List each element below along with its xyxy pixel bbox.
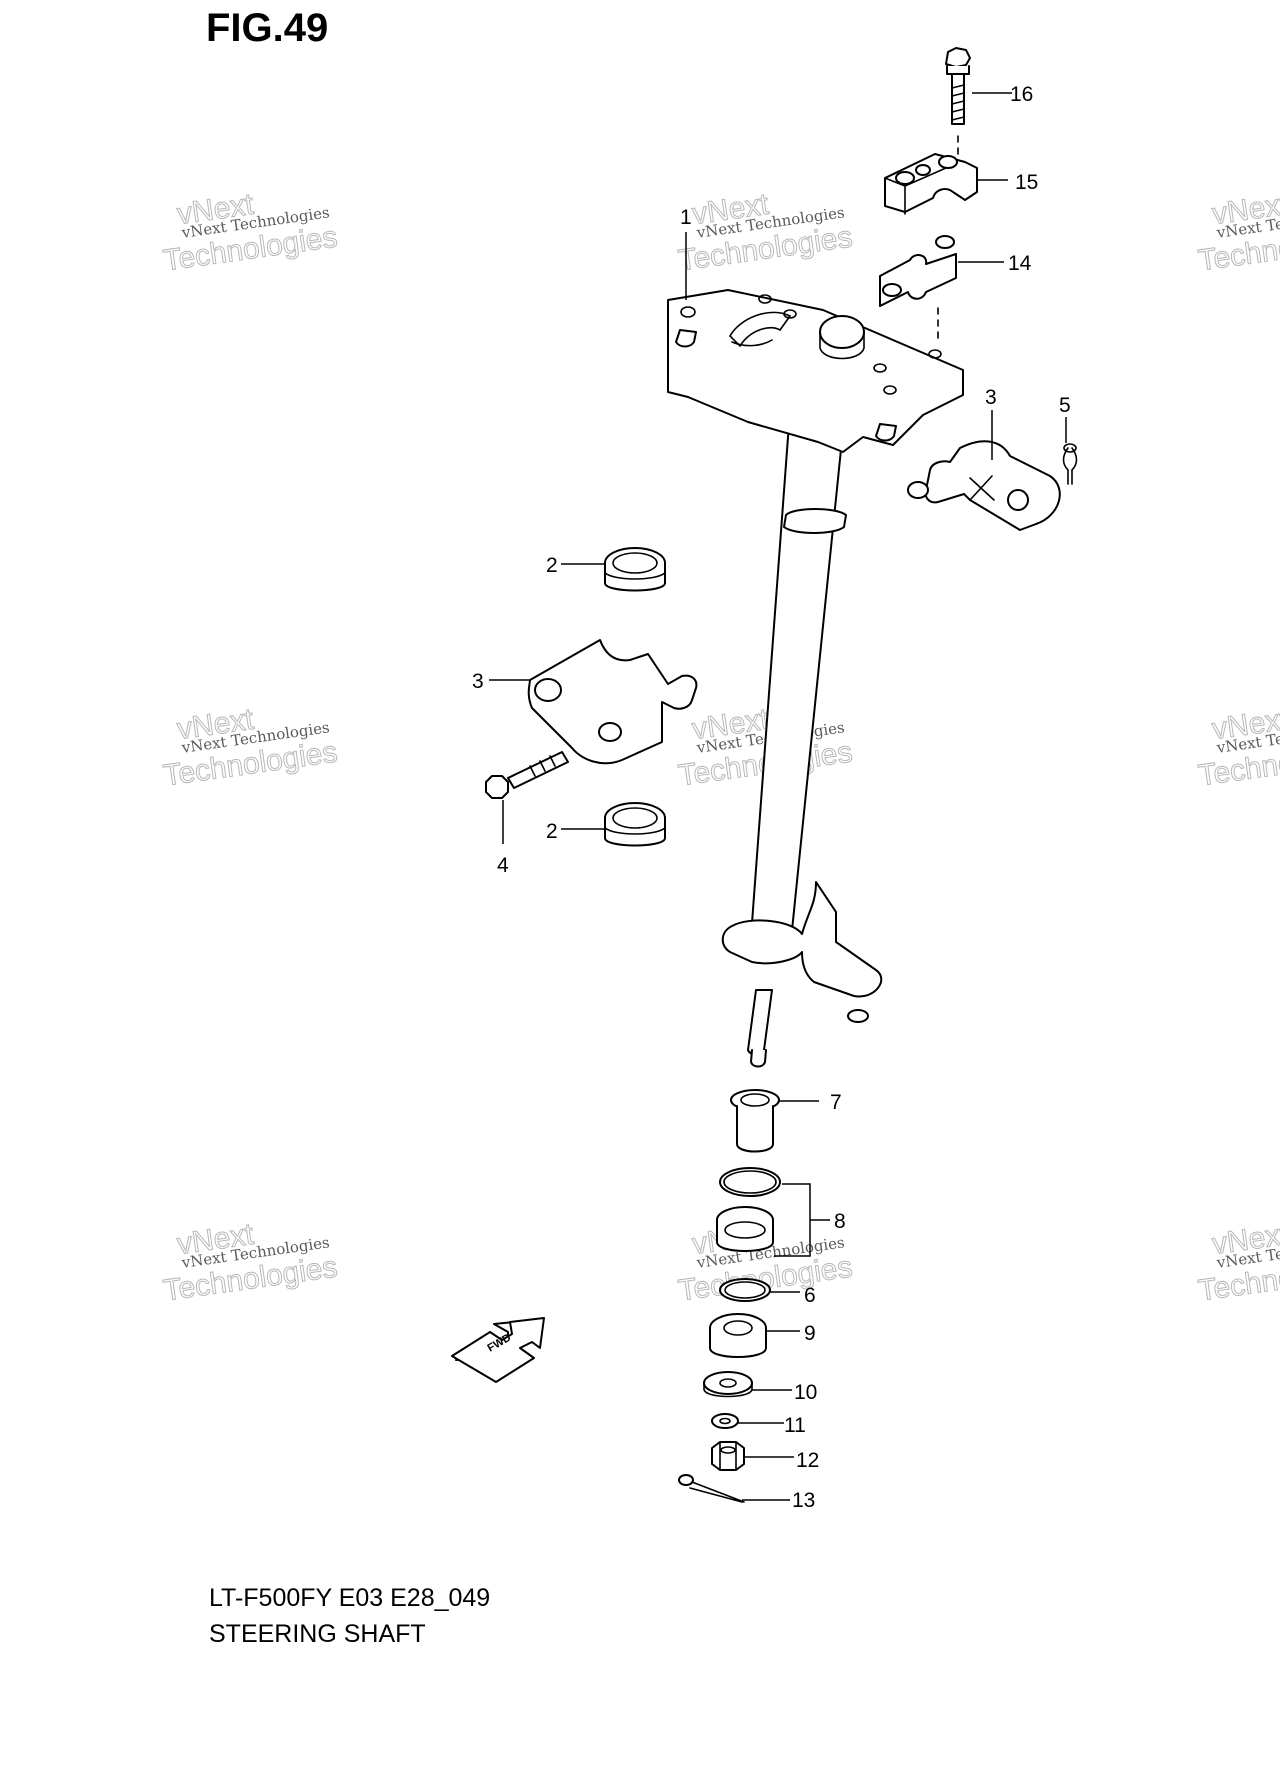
callout-2-lower: 2 — [546, 820, 558, 843]
part-2-bushing-upper — [604, 547, 666, 592]
figure-caption: STEERING SHAFT — [209, 1620, 426, 1648]
callout-2-upper: 2 — [546, 554, 558, 577]
watermark: vNext vNext Technologies Technologies — [161, 702, 340, 793]
watermark: vNext vNext Technologies Technologies — [676, 187, 855, 278]
callout-7: 7 — [830, 1091, 842, 1114]
watermark: vNext vNext Technologies Technologies — [161, 187, 340, 278]
part-1-steering-shaft — [667, 289, 964, 1068]
callout-13: 13 — [792, 1489, 815, 1512]
callout-10: 10 — [794, 1381, 817, 1404]
watermark: vNext vNext Technologies Technologies — [1196, 187, 1280, 278]
callout-6: 6 — [804, 1284, 816, 1307]
watermark: vNext vNext Technologies Technologies — [1196, 702, 1280, 793]
part-7-bushing — [730, 1089, 780, 1153]
callout-3-left: 3 — [472, 670, 484, 693]
callout-14: 14 — [1008, 252, 1032, 275]
part-5-cotter-pin — [1062, 443, 1078, 485]
part-16-bolt — [945, 47, 971, 157]
part-13-cotter-pin — [678, 1474, 745, 1503]
part-11-washer — [711, 1413, 739, 1429]
part-15-upper-handlebar-clamp — [884, 153, 978, 215]
callout-15: 15 — [1015, 171, 1038, 194]
part-14-lower-handlebar-clamp — [879, 235, 957, 345]
part-8-oil-seal — [716, 1167, 781, 1252]
part-10-washer — [703, 1371, 753, 1398]
callout-9: 9 — [804, 1322, 816, 1345]
callout-4: 4 — [497, 854, 509, 877]
part-12-nut — [711, 1441, 745, 1471]
part-3-shaft-holder-upper — [907, 440, 1061, 531]
part-2-bushing-lower — [604, 802, 666, 847]
part-4-bolt — [485, 751, 569, 799]
callout-3-upper: 3 — [985, 386, 997, 409]
callout-5: 5 — [1059, 394, 1071, 417]
callout-16: 16 — [1010, 83, 1033, 106]
part-3-shaft-holder-lower — [527, 639, 698, 765]
watermark: vNext vNext Technologies Technologies — [161, 1217, 340, 1308]
fwd-arrow-icon: FWD — [451, 1317, 545, 1383]
callout-1: 1 — [680, 206, 692, 229]
callout-8: 8 — [834, 1210, 846, 1233]
callout-12: 12 — [796, 1449, 819, 1472]
figure-title: FIG.49 — [206, 6, 329, 50]
part-9-bearing — [709, 1313, 767, 1358]
callouts: 16 15 14 1 3 5 2 3 4 2 7 8 6 — [472, 83, 1071, 1512]
part-6-o-ring — [719, 1278, 771, 1302]
watermark: vNext vNext Technologies Technologies — [1196, 1217, 1280, 1308]
figure-model-code: LT-F500FY E03 E28_049 — [209, 1584, 491, 1612]
callout-11: 11 — [784, 1414, 806, 1437]
